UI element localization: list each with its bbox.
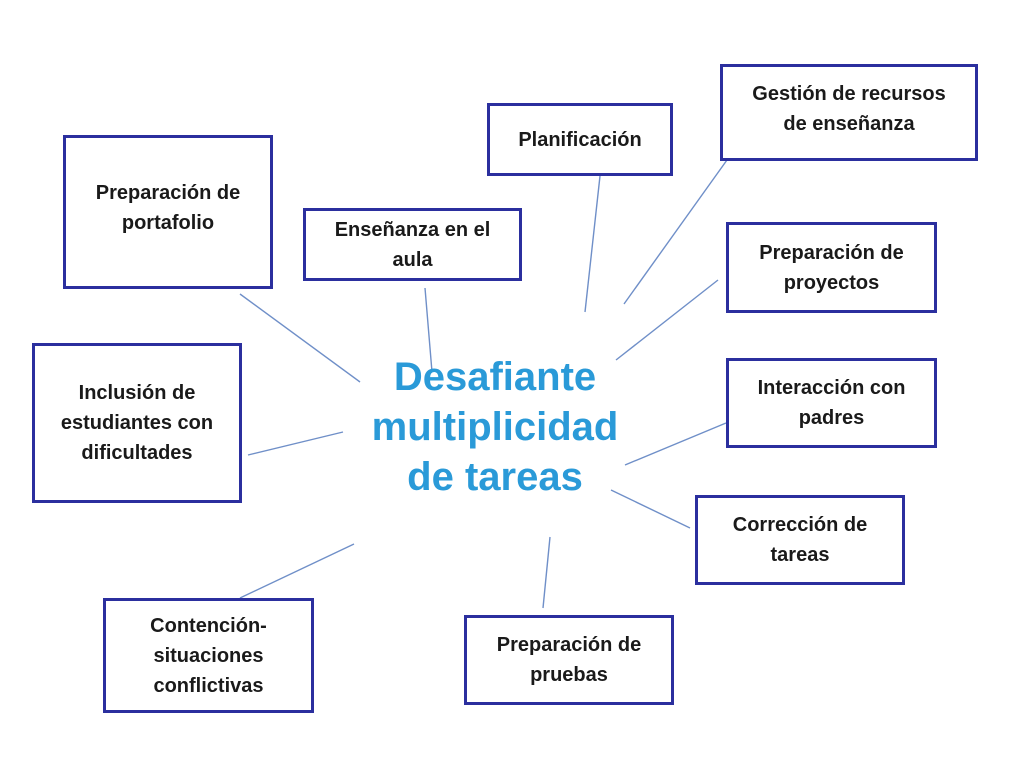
node-inclusion-estudiantes-label: Inclusión de estudiantes con dificultade… — [60, 382, 214, 464]
node-ensenanza-aula-label: Enseñanza en el aula — [334, 218, 491, 271]
connector-interaccion — [624, 422, 727, 466]
node-contencion-situaciones: Contención- situaciones conflictivas — [103, 598, 314, 713]
node-planificacion: Planificación — [487, 103, 673, 176]
node-gestion-recursos: Gestión de recursos de enseñanza — [720, 64, 978, 161]
node-interaccion-padres-label: Interacción con padres — [757, 377, 906, 429]
node-preparacion-proyectos-label: Preparación de proyectos — [759, 241, 904, 294]
connector-correccion — [610, 489, 691, 529]
connector-gestion — [623, 159, 728, 305]
node-preparacion-pruebas: Preparación de pruebas — [464, 615, 674, 705]
node-preparacion-pruebas-label: Preparación de pruebas — [496, 634, 642, 686]
connector-planificacion — [584, 175, 601, 313]
node-preparacion-proyectos: Preparación de proyectos — [726, 222, 937, 313]
connector-pruebas — [542, 536, 551, 609]
node-interaccion-padres: Interacción con padres — [726, 358, 937, 448]
connector-portafolio — [239, 293, 361, 383]
node-correccion-tareas-label: Corrección de tareas — [732, 514, 868, 566]
connector-inclusion — [247, 431, 344, 456]
central-topic: Desafiante multiplicidad de tareas — [371, 355, 619, 499]
node-ensenanza-aula: Enseñanza en el aula — [303, 208, 522, 281]
node-preparacion-portafolio-label: Preparación de portafolio — [95, 182, 241, 234]
connector-contencion — [239, 543, 355, 599]
node-gestion-recursos-label: Gestión de recursos de enseñanza — [752, 83, 946, 135]
connector-ensenanza — [424, 287, 433, 373]
node-contencion-situaciones-label: Contención- situaciones conflictivas — [150, 614, 267, 697]
connector-proyectos — [615, 279, 719, 361]
node-correccion-tareas: Corrección de tareas — [695, 495, 905, 585]
node-preparacion-portafolio: Preparación de portafolio — [63, 135, 273, 289]
node-inclusion-estudiantes: Inclusión de estudiantes con dificultade… — [32, 343, 242, 503]
node-planificacion-label: Planificación — [518, 128, 642, 151]
